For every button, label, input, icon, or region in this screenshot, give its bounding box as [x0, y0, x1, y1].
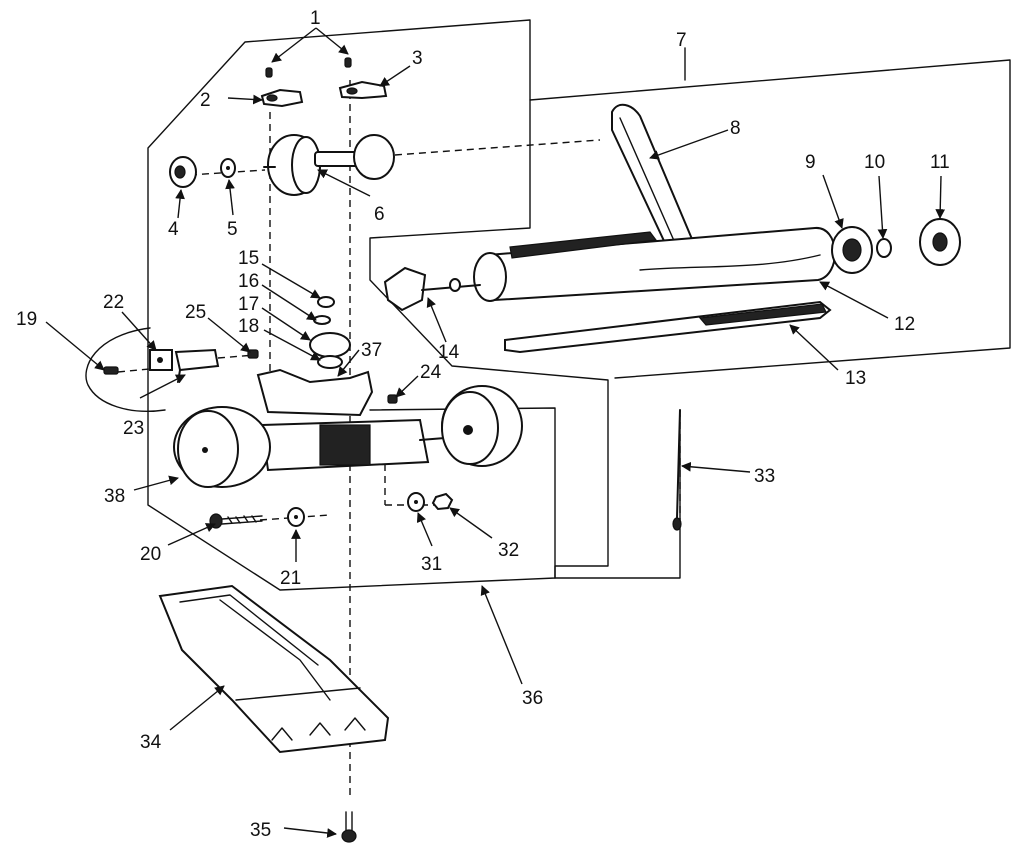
label-15: 15 — [238, 248, 259, 269]
label-25: 25 — [185, 302, 206, 323]
part-bracket-left — [260, 88, 304, 108]
label-19: 19 — [16, 309, 37, 330]
part-number-labels: 1 2 3 4 5 6 7 8 9 10 11 12 13 14 15 16 1… — [16, 8, 950, 841]
part-washer-31 — [407, 492, 425, 512]
label-9: 9 — [805, 152, 816, 173]
part-end-cap-11 — [919, 218, 961, 266]
part-gear-housing — [256, 368, 471, 472]
label-12: 12 — [894, 314, 915, 335]
label-37: 37 — [361, 340, 382, 361]
part-screw-20 — [209, 513, 263, 529]
part-brush-strip — [504, 300, 832, 354]
label-24: 24 — [420, 362, 442, 383]
part-stack-15-18 — [309, 296, 351, 369]
part-screw-24 — [387, 394, 398, 404]
label-21: 21 — [280, 568, 301, 589]
group-outline-19-loop — [85, 327, 166, 412]
part-wheel-right — [441, 385, 523, 467]
part-end-cap — [383, 266, 481, 312]
label-6: 6 — [374, 204, 385, 225]
label-36: 36 — [522, 688, 543, 709]
part-brush-roll — [473, 226, 836, 302]
label-7: 7 — [676, 30, 687, 51]
label-14: 14 — [438, 342, 460, 363]
part-screw-pair — [265, 57, 352, 78]
label-3: 3 — [412, 48, 423, 69]
part-washer-10 — [876, 238, 892, 258]
label-10: 10 — [864, 152, 885, 173]
label-32: 32 — [498, 540, 519, 561]
part-bearing — [831, 226, 873, 274]
part-pulley-shaft — [263, 134, 395, 196]
part-clip-22 — [149, 349, 173, 371]
label-11: 11 — [930, 152, 950, 173]
label-23: 23 — [123, 418, 144, 439]
label-8: 8 — [730, 118, 741, 139]
part-washer-21 — [287, 507, 305, 527]
label-33: 33 — [754, 466, 775, 487]
label-34: 34 — [140, 732, 162, 753]
label-22: 22 — [103, 292, 124, 313]
part-washer-5 — [220, 158, 236, 178]
part-bracket-right — [338, 80, 388, 100]
label-1: 1 — [310, 8, 321, 29]
group-outline-left — [147, 19, 609, 591]
part-nut-32 — [431, 492, 454, 511]
label-38: 38 — [104, 486, 125, 507]
part-screw-19 — [103, 366, 119, 375]
part-screw-35 — [341, 811, 357, 843]
group-outline-right — [369, 59, 1011, 579]
label-18: 18 — [238, 316, 259, 337]
label-17: 17 — [238, 294, 259, 315]
label-35: 35 — [250, 820, 271, 841]
label-16: 16 — [238, 271, 259, 292]
label-20: 20 — [140, 544, 161, 565]
label-5: 5 — [227, 219, 238, 240]
part-linkage-23 — [174, 348, 220, 383]
label-31: 31 — [421, 554, 442, 575]
part-rod — [672, 409, 682, 531]
part-bushing — [169, 156, 197, 188]
part-wheel-left — [173, 406, 271, 488]
label-13: 13 — [845, 368, 866, 389]
leader-lines — [45, 27, 946, 838]
label-4: 4 — [168, 219, 179, 240]
label-2: 2 — [200, 90, 211, 111]
part-base-plate — [158, 584, 390, 754]
